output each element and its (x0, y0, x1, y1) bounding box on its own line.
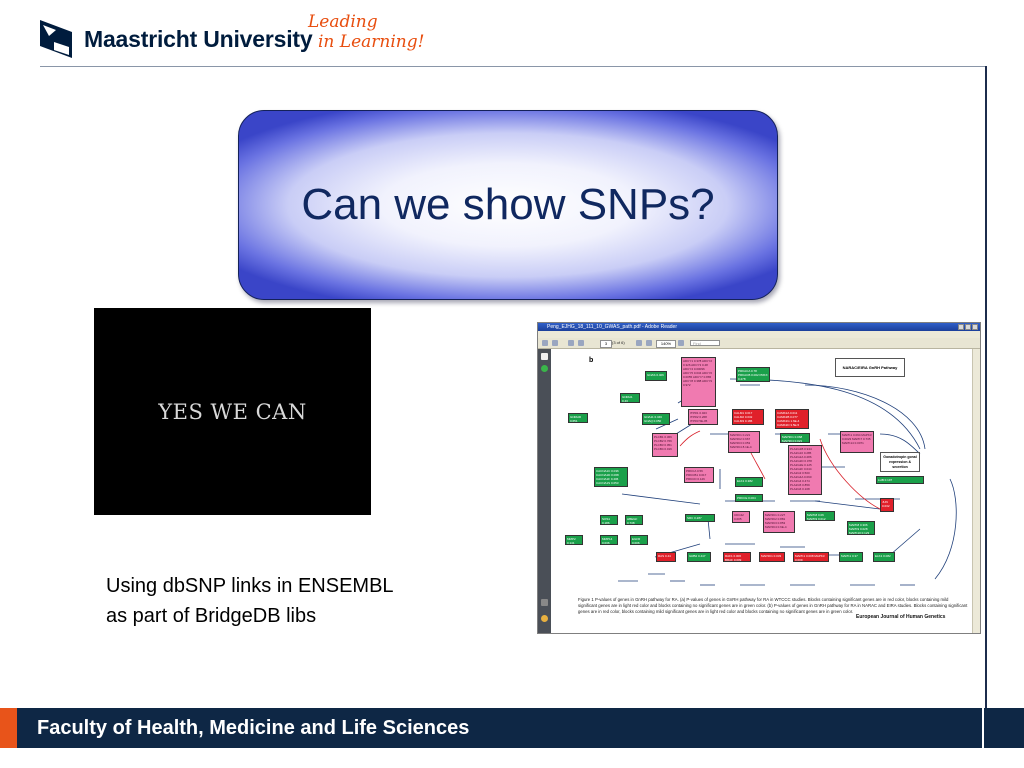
page-number-field: 3 (600, 340, 612, 348)
right-border-rule (985, 66, 987, 748)
header-rule (40, 66, 986, 67)
pathway-node: MAP2K1 0.033 (759, 552, 785, 562)
tagline-line2: in Learning! (318, 32, 425, 52)
zoom-field: 140% (656, 340, 676, 348)
yes-we-can-image: YES WE CAN (94, 308, 371, 515)
pdf-page: b NARAC/EIRA GnRH Pathway Gonadotropin g… (560, 349, 970, 633)
footer-bar (0, 708, 1024, 748)
page-count-label: (3 of 6) (612, 340, 625, 345)
reader-scrollbar (972, 349, 980, 633)
tagline-line1: Leading (308, 12, 378, 32)
figure-label: b (589, 357, 594, 364)
pathway-node: RAS 0.44 (656, 552, 676, 562)
email-icon (552, 340, 558, 346)
tagline: Leading in Learning! (308, 12, 424, 56)
journal-name: European Journal of Human Genetics (856, 614, 946, 620)
pathway-node: EGFR 0.006 (630, 535, 648, 545)
pathway-node: CALM1 0.017 CALM2 0.032 CALM3 0.186 (732, 409, 764, 425)
faculty-name: Faculty of Health, Medicine and Life Sci… (37, 717, 470, 739)
pathway-node: MAP2K1 0.221 MAP2K2 0.667 MAP2K3 0.053 M… (728, 431, 760, 453)
bookmarks-icon (541, 365, 548, 372)
maximize-icon (965, 324, 971, 330)
pathway-node: PRKCA 0.56 PRKCB1 0.017 PRKCD 0.126 (684, 467, 714, 483)
pathway-node: GRB2 0.447 (687, 552, 711, 562)
slide-caption: Using dbSNP links in ENSEMBL as part of … (106, 571, 394, 631)
pathway-node: GNRHR 0.651 (568, 413, 588, 423)
comments-icon (541, 615, 548, 622)
pathway-node: GNRH1 0.43 (620, 393, 640, 403)
pathway-node: ELK1 0.082 (873, 552, 895, 562)
pathway-node: CACNA1C 0.036 CACNA1D 0.068 CACNA1F 0.40… (594, 467, 628, 487)
print-icon (542, 340, 548, 346)
reader-toolbar: 3 (3 of 6) 140% Find (538, 338, 980, 349)
pathway-node: CAMK2A 0.011 CAMK2B 0.077 CAMK2G 1.6E-4 … (775, 409, 809, 429)
pathway-node: PRKACA 0.78 PRKACB 0.002 PRKX 0.278 (736, 367, 770, 382)
pages-icon (541, 353, 548, 360)
gonadotropin-box: Gonadotropin gonal expression & secretio… (880, 452, 920, 472)
pathway-node: MAPK1 0.008 MAPK3 0.009 (793, 552, 829, 562)
pathway-node: MMP2 0.141 (565, 535, 583, 545)
pathway-node: GNAS 0.406 (645, 371, 667, 381)
pathway-screenshot: Peng_EJHG_18_111_10_GWAS_path.pdf - Adob… (537, 322, 981, 634)
reader-window-title: Peng_EJHG_18_111_10_GWAS_path.pdf - Adob… (547, 324, 677, 330)
pathway-node: MAP2K1 0.227 MAP2K2 0.881 MAP2K3 0.853 M… (763, 511, 795, 533)
pathway-legend: NARAC/EIRA GnRH Pathway (835, 358, 905, 377)
pathway-node: ADCY1 0.378 ADCY2 0.326 ADCY3 0.48 ADCY4… (681, 357, 716, 407)
zoom-in-icon (646, 340, 652, 346)
caption-line1: Using dbSNP links in ENSEMBL (106, 575, 394, 597)
reader-titlebar: Peng_EJHG_18_111_10_GWAS_path.pdf - Adob… (538, 323, 980, 331)
title-box: Can we show SNPs? (238, 110, 778, 300)
pathway-node: ITPR1 0.023 ITPR2 0.268 ITPR3 5E-05 (688, 409, 718, 425)
zoom-out-icon (636, 340, 642, 346)
figure-caption: Figure 1 P-values of genes in GnRH pathw… (578, 597, 968, 614)
pathway-node: CDC42 0.005 (732, 511, 750, 523)
attachments-icon (541, 599, 548, 606)
find-field: Find (690, 340, 720, 346)
university-name: Maastricht University (84, 26, 313, 52)
caption-line2: as part of BridgeDB libs (106, 605, 317, 627)
pathway-node: MAPK1 0.37 (839, 552, 863, 562)
minimize-icon (958, 324, 964, 330)
pathway-node: HBEGF 0.738 (625, 515, 643, 525)
pathway-node: MAP3K1 0.068 MAP3K4 0.021 (780, 433, 810, 443)
pathway-node: RAF1 0.006 BRAF 0.009 (723, 552, 751, 562)
pathway-node: GNA11 0.346 GNAQ 0.050 (642, 413, 670, 425)
yes-we-can-text: YES WE CAN (158, 399, 307, 424)
window-controls (958, 324, 978, 330)
pathway-node: JUN 0.032 (880, 498, 894, 512)
pathway-node: PLCB1 0.366 PLCB2 0.766 PLCB3 0.051 PLCB… (652, 433, 678, 457)
next-page-icon (578, 340, 584, 346)
pathway-node: SOS1 0.186 SOS2 0.092 (600, 515, 618, 525)
pathway-node: SRC 0.287 (685, 514, 715, 522)
fit-page-icon (678, 340, 684, 346)
pathway-node: MAPK8 0.06 MAPK9 0.012 (805, 511, 835, 521)
pathway-node: ELK1 0.382 (735, 477, 763, 487)
close-icon (972, 324, 978, 330)
pathway-node: MMP14 0.036 (600, 535, 618, 545)
pathway-node: MAPK8 0.306 MAPK9 0.028 MAPK10 0.123 (847, 521, 875, 535)
reader-side-panel (538, 349, 551, 633)
pathway-node: PLA2G1B 0.944 PLA2G10 0.285 PLA2G2A 0.28… (788, 445, 822, 495)
prev-page-icon (568, 340, 574, 346)
pathway-arrows (618, 378, 957, 586)
footer-accent (0, 708, 17, 748)
university-logo-icon (40, 20, 72, 58)
slide-title: Can we show SNPs? (301, 180, 715, 229)
pathway-node: MAPK1 0.094 MAPK3 0.0023 MAPK7 0.735 MAP… (840, 431, 874, 453)
footer-divider (982, 708, 984, 748)
pathway-node: LHB 0.197 (876, 476, 924, 484)
pathway-node: PRKCE 0.004 (735, 494, 763, 502)
